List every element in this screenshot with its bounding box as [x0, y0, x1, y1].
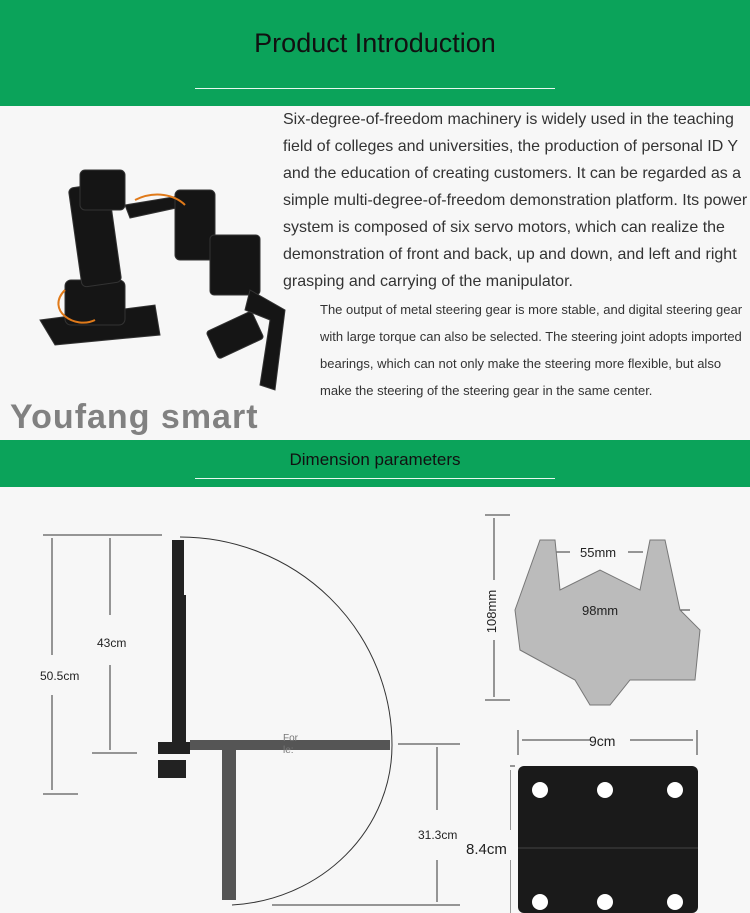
gripper-opening: 55mm: [580, 545, 617, 560]
gripper-height: 108mm: [484, 589, 500, 634]
gripper-width: 98mm: [582, 603, 619, 618]
base-plate-diagram: [510, 730, 698, 913]
arm-overlay-text: For le:: [283, 733, 298, 756]
dimension-band: Dimension parameters: [0, 440, 750, 487]
title-divider: [195, 88, 555, 89]
header-band: Product Introduction: [0, 0, 750, 106]
robot-arm-photo: [39, 169, 286, 391]
section-title: Dimension parameters: [289, 450, 461, 469]
intro-paragraph: Six-degree-of-freedom machinery is widel…: [283, 111, 748, 290]
gripper-diagram: [485, 514, 701, 706]
arm-lower-reach: 31.3cm: [418, 828, 458, 842]
detail-paragraph: The output of metal steering gear is mor…: [320, 302, 743, 398]
watermark: Youfang smart: [10, 398, 259, 436]
arm-total-height: 50.5cm: [40, 669, 80, 683]
plate-width: 9cm: [589, 733, 616, 749]
arm-dimension-diagram: [43, 534, 460, 906]
section-divider: [195, 478, 555, 479]
plate-height: 8.4cm: [466, 841, 507, 858]
arm-upper-height: 43cm: [97, 636, 127, 650]
page-title: Product Introduction: [254, 28, 496, 58]
